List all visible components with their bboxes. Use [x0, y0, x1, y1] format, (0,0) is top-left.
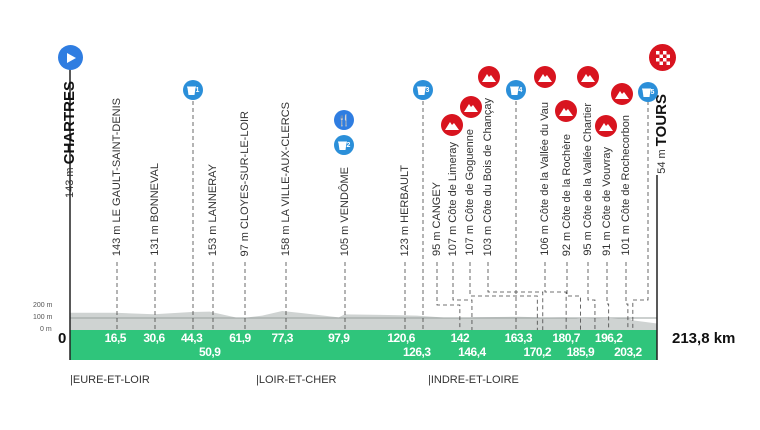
finish-label: 54 m TOURS: [653, 94, 670, 174]
finish-altitude: 54 m: [656, 149, 668, 174]
feed-zone-bin-icon: 2: [334, 135, 354, 155]
feed-line: [632, 101, 649, 330]
climb-mountain-icon: [577, 66, 599, 88]
feed-number: 3: [425, 86, 430, 94]
climb-mountain-icon: [555, 100, 577, 122]
climb-mountain-icon: [460, 96, 482, 118]
climb-mountain-icon: [595, 115, 617, 137]
feed-number: 5: [650, 88, 655, 96]
climb-label: 107 m Côte de Limeray: [447, 141, 459, 256]
marker-line: [436, 262, 461, 330]
marker-line: [487, 262, 544, 330]
km-mark: 203,2: [614, 345, 642, 359]
km-mark: 185,9: [566, 345, 595, 359]
feed-zone-bin-icon: 5: [638, 82, 658, 102]
km-mark: 16,5: [104, 331, 127, 345]
feed-zone-bin-icon: 1: [183, 80, 203, 100]
marker-line: [469, 262, 538, 330]
km-mark: 77,3: [271, 331, 294, 345]
climb-mountain-icon: [478, 66, 500, 88]
marker-line: [544, 262, 567, 330]
km-mark: 163,3: [504, 331, 533, 345]
climb-label: 101 m Côte de Rochecorbon: [620, 115, 632, 256]
feed-number: 1: [195, 86, 200, 94]
road-band: [70, 330, 657, 360]
climb-label: 106 m Côte de la Vallée du Vau: [539, 102, 551, 256]
climb-label: 92 m Côte de la Rochère: [561, 133, 573, 256]
climb-label: 91 m Côte de Vouvray: [601, 147, 613, 256]
finish-town: TOURS: [653, 94, 670, 147]
region-loir-et-cher: |LOIR-ET-CHER: [256, 374, 337, 386]
marker-line: [606, 262, 610, 330]
terrain-area: [70, 311, 657, 330]
km-mark: 180,7: [552, 331, 580, 345]
km-mark: 126,3: [402, 345, 431, 359]
place-label: 123 m HERBAULT: [399, 164, 411, 257]
km-mark: 30,6: [143, 331, 165, 345]
y-tick-200: 200 m: [33, 302, 53, 309]
feed-zone-bin-icon: 3: [413, 80, 433, 100]
marker-line: [566, 262, 581, 330]
climb-label: 103 m Côte du Bois de Chançay: [482, 97, 494, 256]
place-label: 95 m CANGEY: [431, 182, 443, 256]
km-mark: 61,9: [229, 331, 251, 345]
climb-mountain-icon: [611, 83, 633, 105]
place-label: 153 m LANNERAY: [207, 163, 219, 256]
feed-number: 4: [518, 86, 523, 94]
start-play-icon: [58, 45, 83, 70]
climb-mountain-icon: [441, 114, 463, 136]
feed-zone-bin-icon: 4: [506, 80, 526, 100]
km-mark: 50,9: [199, 345, 221, 359]
start-town: CHARTRES: [61, 81, 78, 165]
km-mark: 146,4: [458, 345, 486, 359]
km-mark: 142: [450, 331, 470, 345]
marker-line: [452, 262, 473, 330]
start-altitude: 143 m: [64, 167, 76, 198]
km-mark: 205: [623, 359, 643, 373]
place-label: 143 m LE GAULT-SAINT-DENIS: [111, 97, 123, 256]
place-label: 105 m VENDÔME: [339, 166, 351, 256]
km-mark: 170,2: [523, 345, 552, 359]
region-eure-et-loir: |EURE-ET-LOIR: [70, 374, 150, 386]
km-mark: 44,3: [180, 331, 203, 345]
place-label: 158 m LA VILLE-AUX-CLERCS: [280, 101, 292, 256]
start-label: 143 m CHARTRES: [61, 81, 78, 198]
climb-mountain-icon: [534, 66, 556, 88]
feed-number: 2: [346, 141, 351, 149]
finish-checkered-flag-icon: [649, 44, 676, 71]
y-tick-100: 100 m: [33, 314, 53, 321]
y-tick-0: 0 m: [40, 326, 52, 333]
climb-label: 95 m Côte de la Vallée Chartier: [582, 103, 594, 256]
region-indre-et-loire: |INDRE-ET-LOIRE: [428, 374, 519, 386]
fork-knife-icon: 🍴: [334, 110, 354, 130]
place-label: 131 m BONNEVAL: [149, 163, 161, 256]
place-label: 97 m CLOYES-SUR-LE-LOIR: [239, 110, 251, 256]
km-mark: 191,2: [581, 359, 609, 373]
km-mark: 172,2: [529, 359, 557, 373]
marker-line: [587, 262, 596, 330]
km-mark: 120,6: [387, 331, 415, 345]
km-mark: 97,9: [328, 331, 350, 345]
total-distance: 213,8 km: [672, 330, 736, 347]
km-mark: 196,2: [594, 331, 623, 345]
marker-line: [625, 262, 629, 330]
zero-label: 0: [58, 330, 67, 347]
climb-label: 107 m Côte de Goguenne: [464, 129, 476, 256]
